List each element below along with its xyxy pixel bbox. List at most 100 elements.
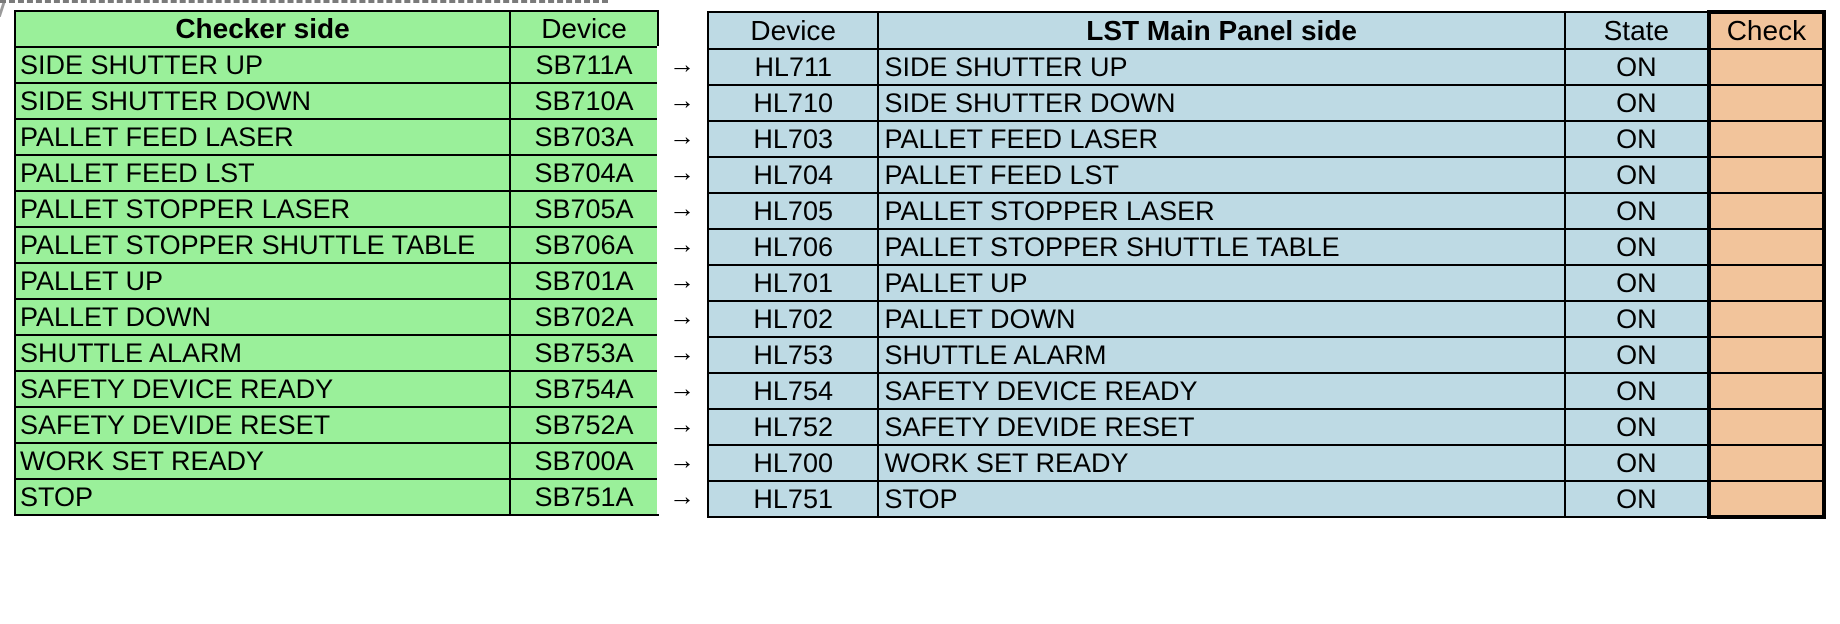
checker-cell-device[interactable]: SB705A: [509, 190, 659, 228]
lst-cell-device[interactable]: HL711: [706, 48, 880, 86]
lst-cell-device[interactable]: HL751: [706, 480, 880, 518]
checker-cell-device[interactable]: SB711A: [509, 46, 659, 84]
lst-cell-description[interactable]: PALLET STOPPER LASER: [877, 192, 1566, 230]
checker-cell-description[interactable]: PALLET FEED LST: [14, 154, 511, 192]
lst-cell-description[interactable]: STOP: [877, 480, 1566, 518]
lst-cell-check[interactable]: [1706, 192, 1827, 230]
lst-cell-state[interactable]: ON: [1563, 156, 1710, 194]
lst-cell-state[interactable]: ON: [1563, 48, 1710, 86]
checker-cell-device[interactable]: SB753A: [509, 334, 659, 372]
lst-cell-device[interactable]: HL705: [706, 192, 880, 230]
lst-cell-description[interactable]: PALLET STOPPER SHUTTLE TABLE: [877, 228, 1566, 266]
checker-cell-description[interactable]: SIDE SHUTTER UP: [14, 46, 511, 84]
lst-cell-state[interactable]: ON: [1563, 372, 1710, 410]
lst-cell-state[interactable]: ON: [1563, 444, 1710, 482]
lst-cell-state[interactable]: ON: [1563, 408, 1710, 446]
checker-cell-description[interactable]: SIDE SHUTTER DOWN: [14, 82, 511, 120]
lst-cell-state[interactable]: ON: [1563, 228, 1710, 266]
lst-cell-device[interactable]: HL710: [706, 84, 880, 122]
lst-cell-device[interactable]: HL704: [706, 156, 880, 194]
lst-cell-description[interactable]: SAFETY DEVIDE RESET: [877, 408, 1566, 446]
lst-cell-check[interactable]: [1706, 48, 1827, 86]
lst-cell-check[interactable]: [1706, 228, 1827, 266]
lst-cell-check[interactable]: [1706, 84, 1827, 122]
lst-cell-state[interactable]: ON: [1563, 264, 1710, 302]
checker-cell-device[interactable]: SB751A: [509, 478, 659, 516]
lst-cell-check[interactable]: [1706, 336, 1827, 374]
lst-cell-device[interactable]: HL754: [706, 372, 880, 410]
lst-cell-device[interactable]: HL702: [706, 300, 880, 338]
lst-cell-description[interactable]: SIDE SHUTTER DOWN: [877, 84, 1566, 122]
checker-cell-device[interactable]: SB701A: [509, 262, 659, 300]
checker-cell-description[interactable]: PALLET STOPPER SHUTTLE TABLE: [14, 226, 511, 264]
lst-cell-device[interactable]: HL703: [706, 120, 880, 158]
lst-cell-state[interactable]: ON: [1563, 480, 1710, 518]
lst-cell-check[interactable]: [1706, 372, 1827, 410]
lst-cell-state[interactable]: ON: [1563, 336, 1710, 374]
lst-cell-state[interactable]: ON: [1563, 120, 1710, 158]
lst-cell-check[interactable]: [1706, 156, 1827, 194]
checker-cell-description[interactable]: PALLET STOPPER LASER: [14, 190, 511, 228]
checker-cell-device[interactable]: SB754A: [509, 370, 659, 408]
lst-cell-device[interactable]: HL753: [706, 336, 880, 374]
lst-cell-check[interactable]: [1706, 444, 1827, 482]
checker-cell-description[interactable]: PALLET UP: [14, 262, 511, 300]
lst-cell-description[interactable]: PALLET FEED LASER: [877, 120, 1566, 158]
checker-cell-description[interactable]: STOP: [14, 478, 511, 516]
checker-cell-description[interactable]: SHUTTLE ALARM: [14, 334, 511, 372]
lst-cell-description[interactable]: PALLET DOWN: [877, 300, 1566, 338]
lst-cell-description[interactable]: PALLET FEED LST: [877, 156, 1566, 194]
lst-cell-device[interactable]: HL752: [706, 408, 880, 446]
lst-cell-check[interactable]: [1706, 480, 1827, 519]
checker-cell-description[interactable]: PALLET DOWN: [14, 298, 511, 336]
checker-cell-device[interactable]: SB702A: [509, 298, 659, 336]
lst-cell-description[interactable]: SAFETY DEVICE READY: [877, 372, 1566, 410]
checker-cell-device[interactable]: SB700A: [509, 442, 659, 480]
checker-cell-device[interactable]: SB703A: [509, 118, 659, 156]
checker-cell-device[interactable]: SB706A: [509, 226, 659, 264]
lst-cell-state[interactable]: ON: [1563, 84, 1710, 122]
lst-cell-state[interactable]: ON: [1563, 300, 1710, 338]
checker-cell-description[interactable]: SAFETY DEVIDE RESET: [14, 406, 511, 444]
lst-cell-description[interactable]: PALLET UP: [877, 264, 1566, 302]
lst-cell-check[interactable]: [1706, 120, 1827, 158]
checker-cell-device[interactable]: SB752A: [509, 406, 659, 444]
lst-cell-description[interactable]: WORK SET READY: [877, 444, 1566, 482]
lst-cell-check[interactable]: [1706, 264, 1827, 302]
checker-cell-description[interactable]: WORK SET READY: [14, 442, 511, 480]
lst-cell-check[interactable]: [1706, 408, 1827, 446]
checker-cell-device[interactable]: SB704A: [509, 154, 659, 192]
lst-cell-device[interactable]: HL700: [706, 444, 880, 482]
lst-cell-description[interactable]: SHUTTLE ALARM: [877, 336, 1566, 374]
lst-cell-description[interactable]: SIDE SHUTTER UP: [877, 48, 1566, 86]
lst-cell-state[interactable]: ON: [1563, 192, 1710, 230]
checker-cell-description[interactable]: SAFETY DEVICE READY: [14, 370, 511, 408]
lst-cell-check[interactable]: [1706, 300, 1827, 338]
lst-cell-device[interactable]: HL701: [706, 264, 880, 302]
